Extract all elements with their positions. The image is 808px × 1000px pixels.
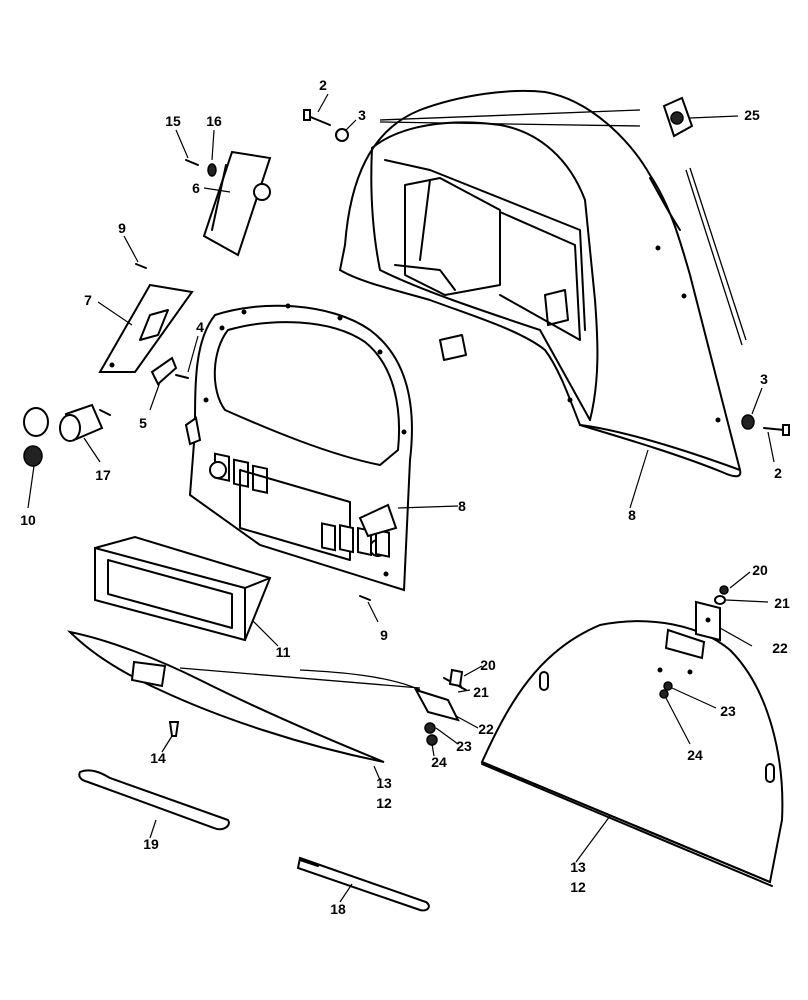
callout-9a: 9 — [118, 220, 126, 236]
storage-box-11 — [94, 535, 272, 642]
callout-2a: 2 — [319, 77, 327, 93]
callout-4: 4 — [196, 319, 204, 335]
callout-13b: 13 — [570, 859, 586, 875]
washer-21-right — [714, 595, 726, 605]
left-bracket — [413, 668, 467, 722]
callout-10: 10 — [20, 512, 36, 528]
callout-19: 19 — [143, 836, 159, 852]
washer-top — [335, 128, 349, 142]
callout-18: 18 — [330, 901, 346, 917]
screw-4 — [175, 374, 189, 379]
callout-12a: 12 — [376, 795, 392, 811]
callout-21a: 21 — [473, 684, 489, 700]
callout-3a: 3 — [358, 107, 366, 123]
callout-11: 11 — [276, 644, 291, 660]
pin-14 — [168, 721, 180, 737]
callout-21b: 21 — [774, 595, 790, 611]
callout-7: 7 — [84, 292, 92, 308]
rod-18 — [296, 856, 430, 912]
washer-24-right — [659, 689, 669, 699]
cowl-side-lines — [685, 167, 747, 346]
callout-3b: 3 — [760, 371, 768, 387]
nut-23-left — [424, 722, 436, 734]
callout-9b: 9 — [380, 627, 388, 643]
callout-20a: 20 — [480, 657, 496, 673]
screw-9-top — [135, 263, 147, 269]
callout-22b: 22 — [772, 640, 788, 656]
callout-13a: 13 — [376, 775, 392, 791]
leader-lines — [27, 93, 775, 903]
switch-5 — [150, 356, 178, 386]
screw-9-bottom — [359, 595, 371, 601]
callout-20b: 20 — [752, 562, 768, 578]
washer-24-left — [426, 734, 438, 746]
callout-12b: 12 — [570, 879, 586, 895]
nut-23-right — [663, 681, 673, 691]
callout-labels: 2 3 25 15 16 6 9 7 4 5 17 10 3 2 8 8 9 1… — [20, 77, 790, 917]
left-cover — [66, 630, 421, 763]
callout-23a: 23 — [456, 738, 472, 754]
bolt-right — [763, 424, 790, 436]
cowl-housing — [338, 89, 742, 478]
handle-19 — [78, 769, 230, 831]
callout-2b: 2 — [774, 465, 782, 481]
callout-25: 25 — [744, 107, 760, 123]
cowl-mount-lines — [379, 109, 641, 127]
callout-23b: 23 — [720, 703, 736, 719]
small-bracket — [202, 150, 272, 257]
callout-14: 14 — [150, 750, 166, 766]
screw-20-right — [719, 585, 729, 595]
callout-5: 5 — [139, 415, 147, 431]
callout-15: 15 — [165, 113, 181, 129]
callout-8a: 8 — [458, 498, 466, 514]
right-bracket — [695, 600, 721, 642]
instrument-panel — [184, 303, 413, 592]
mounting-plate — [98, 283, 194, 373]
callout-17: 17 — [95, 467, 111, 483]
nut-16 — [207, 163, 217, 177]
callout-16: 16 — [206, 113, 222, 129]
cap-10 — [23, 407, 49, 467]
callout-24b: 24 — [687, 747, 703, 763]
mount-bracket — [662, 96, 694, 138]
washer-right — [741, 414, 755, 430]
callout-6: 6 — [192, 180, 200, 196]
callout-8b: 8 — [628, 507, 636, 523]
lighter-17 — [59, 403, 111, 442]
bolt-top — [303, 109, 331, 126]
callout-24a: 24 — [431, 754, 447, 770]
screw-15 — [185, 159, 199, 166]
callout-22a: 22 — [478, 721, 494, 737]
right-flap — [480, 620, 784, 887]
